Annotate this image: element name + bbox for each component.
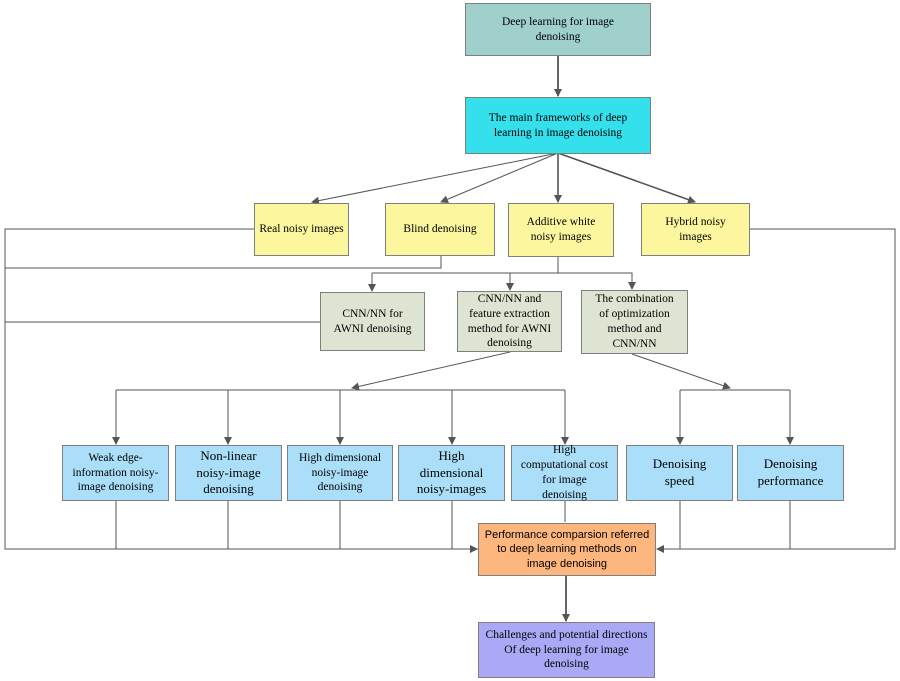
- node-nonlinear-denoising: Non-linear noisy-image denoising: [175, 445, 282, 501]
- node-denoising-speed: Denoising speed: [626, 445, 733, 501]
- node-hybrid-noisy-images: Hybrid noisy images: [641, 203, 750, 256]
- node-high-dimensional-images: High dimensional noisy-images: [398, 445, 505, 501]
- node-cnn-feature-extraction: CNN/NN and feature extraction method for…: [457, 291, 562, 352]
- node-weak-edge-denoising: Weak edge- information noisy- image deno…: [62, 445, 169, 501]
- node-high-computational-cost: High computational cost for image denois…: [511, 444, 618, 501]
- node-performance-comparison: Performance comparsion referred to deep …: [478, 523, 656, 576]
- node-optimization-combination: The combination of optimization method a…: [581, 290, 688, 354]
- node-additive-white-noisy-images: Additive white noisy images: [508, 203, 614, 257]
- node-denoising-performance: Denoising performance: [737, 445, 844, 501]
- node-challenges-directions: Challenges and potential directions Of d…: [478, 622, 655, 678]
- node-real-noisy-images: Real noisy images: [254, 203, 349, 256]
- node-high-dimensional-denoising: High dimensional noisy-image denoising: [287, 445, 393, 501]
- node-blind-denoising: Blind denoising: [385, 203, 495, 256]
- node-cnn-awni-denoising: CNN/NN for AWNI denoising: [320, 292, 425, 351]
- node-main-frameworks: The main frameworks of deep learning in …: [465, 97, 651, 154]
- node-title: Deep learning for image denoising: [465, 3, 651, 56]
